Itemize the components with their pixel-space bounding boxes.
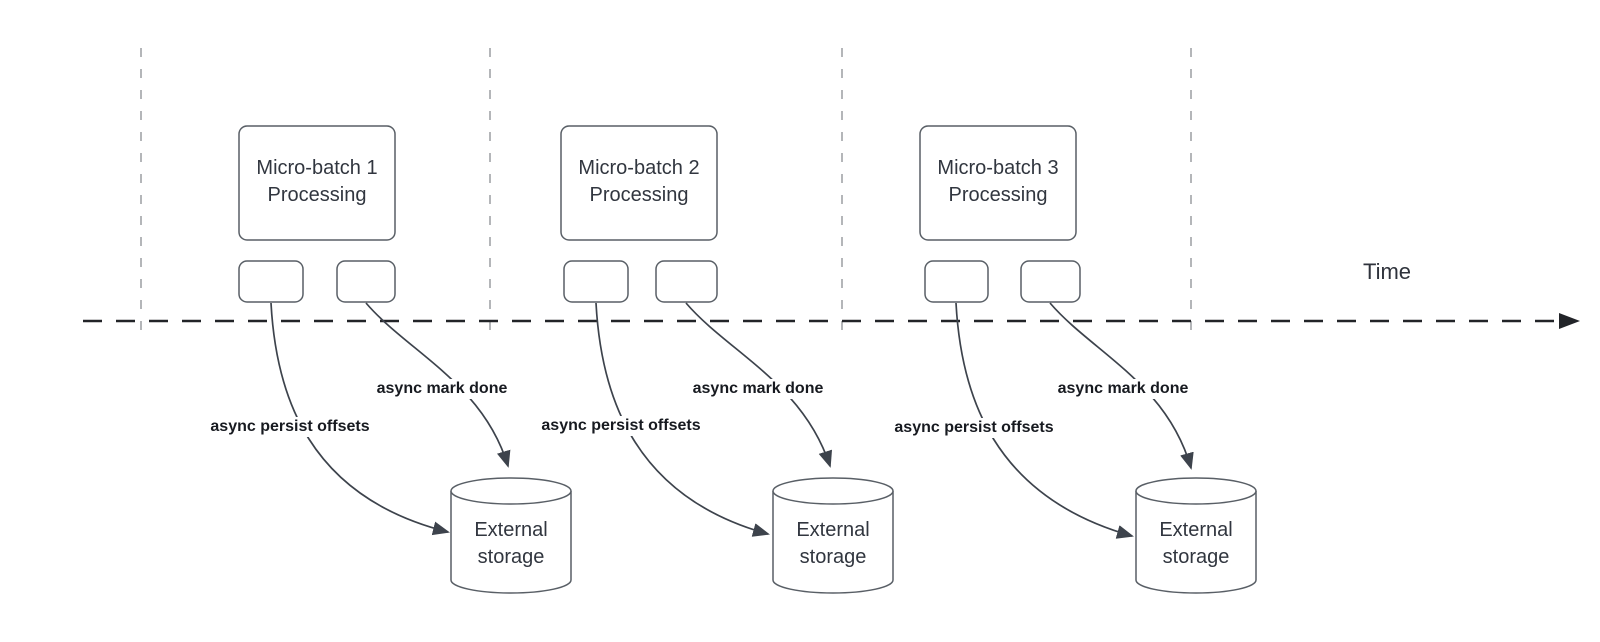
cylinder-top-1 xyxy=(450,477,572,505)
task-rect-1-right xyxy=(336,260,396,303)
batch-subtitle: Processing xyxy=(589,184,689,206)
cylinder-body-1 xyxy=(450,491,572,594)
batch-subtitle: Processing xyxy=(267,184,367,206)
persist-offsets-label-1: async persist offsets xyxy=(206,417,374,437)
diagram-nodes xyxy=(238,125,1257,594)
persist-offsets-label-2: async persist offsets xyxy=(537,416,705,436)
processing-box-2 xyxy=(560,125,718,241)
storage-label-line2: storage xyxy=(477,546,545,568)
mark-done-arrow-1 xyxy=(365,302,511,468)
storage-label-2: External storage xyxy=(796,517,869,571)
task-rect-3-left xyxy=(924,260,989,303)
task-rect-2-right xyxy=(655,260,718,303)
time-axis-label: Time xyxy=(1362,259,1412,284)
cylinder-body-3 xyxy=(1135,491,1257,594)
time-axis xyxy=(83,313,1580,329)
mark-done-label-1: async mark done xyxy=(372,379,512,399)
processing-box-2-label: Micro-batch 2 Processing xyxy=(578,155,699,209)
persist-offsets-arrow-1 xyxy=(270,302,450,536)
storage-cylinder-3 xyxy=(1135,477,1257,594)
storage-label-line2: storage xyxy=(799,546,867,568)
task-rect-1-left xyxy=(238,260,304,303)
task-rect-2-left xyxy=(563,260,629,303)
cylinder-body-2 xyxy=(772,491,894,594)
batch-title: Micro-batch 3 xyxy=(937,157,1059,179)
async-arrows xyxy=(270,302,1194,539)
mark-done-label-3: async mark done xyxy=(1053,379,1193,399)
processing-box-3 xyxy=(919,125,1077,241)
persist-offsets-arrow-3 xyxy=(955,302,1134,539)
processing-box-3-label: Micro-batch 3 Processing xyxy=(937,155,1058,209)
time-axis-arrowhead-icon xyxy=(1559,313,1580,329)
processing-box-1-label: Micro-batch 1 Processing xyxy=(256,155,377,209)
persist-offsets-label-3: async persist offsets xyxy=(890,418,1058,438)
storage-label-3: External storage xyxy=(1159,517,1232,571)
mark-done-arrow-3 xyxy=(1049,302,1194,470)
mark-done-arrow-2 xyxy=(685,302,833,468)
storage-label-line1: External xyxy=(1159,519,1233,541)
batch-title: Micro-batch 1 xyxy=(256,157,378,179)
phase-dividers xyxy=(140,48,1192,337)
cylinder-top-2 xyxy=(772,477,894,505)
mark-done-label-2: async mark done xyxy=(688,379,828,399)
storage-label-line2: storage xyxy=(1162,546,1230,568)
batch-subtitle: Processing xyxy=(948,184,1048,206)
task-rect-3-right xyxy=(1020,260,1081,303)
cylinder-top-3 xyxy=(1135,477,1257,505)
batch-title: Micro-batch 2 xyxy=(578,157,700,179)
storage-label-line1: External xyxy=(474,519,548,541)
storage-cylinder-2 xyxy=(772,477,894,594)
storage-label-line1: External xyxy=(796,519,870,541)
storage-cylinder-1 xyxy=(450,477,572,594)
processing-box-1 xyxy=(238,125,396,241)
persist-offsets-arrow-2 xyxy=(595,302,770,537)
storage-label-1: External storage xyxy=(474,517,547,571)
